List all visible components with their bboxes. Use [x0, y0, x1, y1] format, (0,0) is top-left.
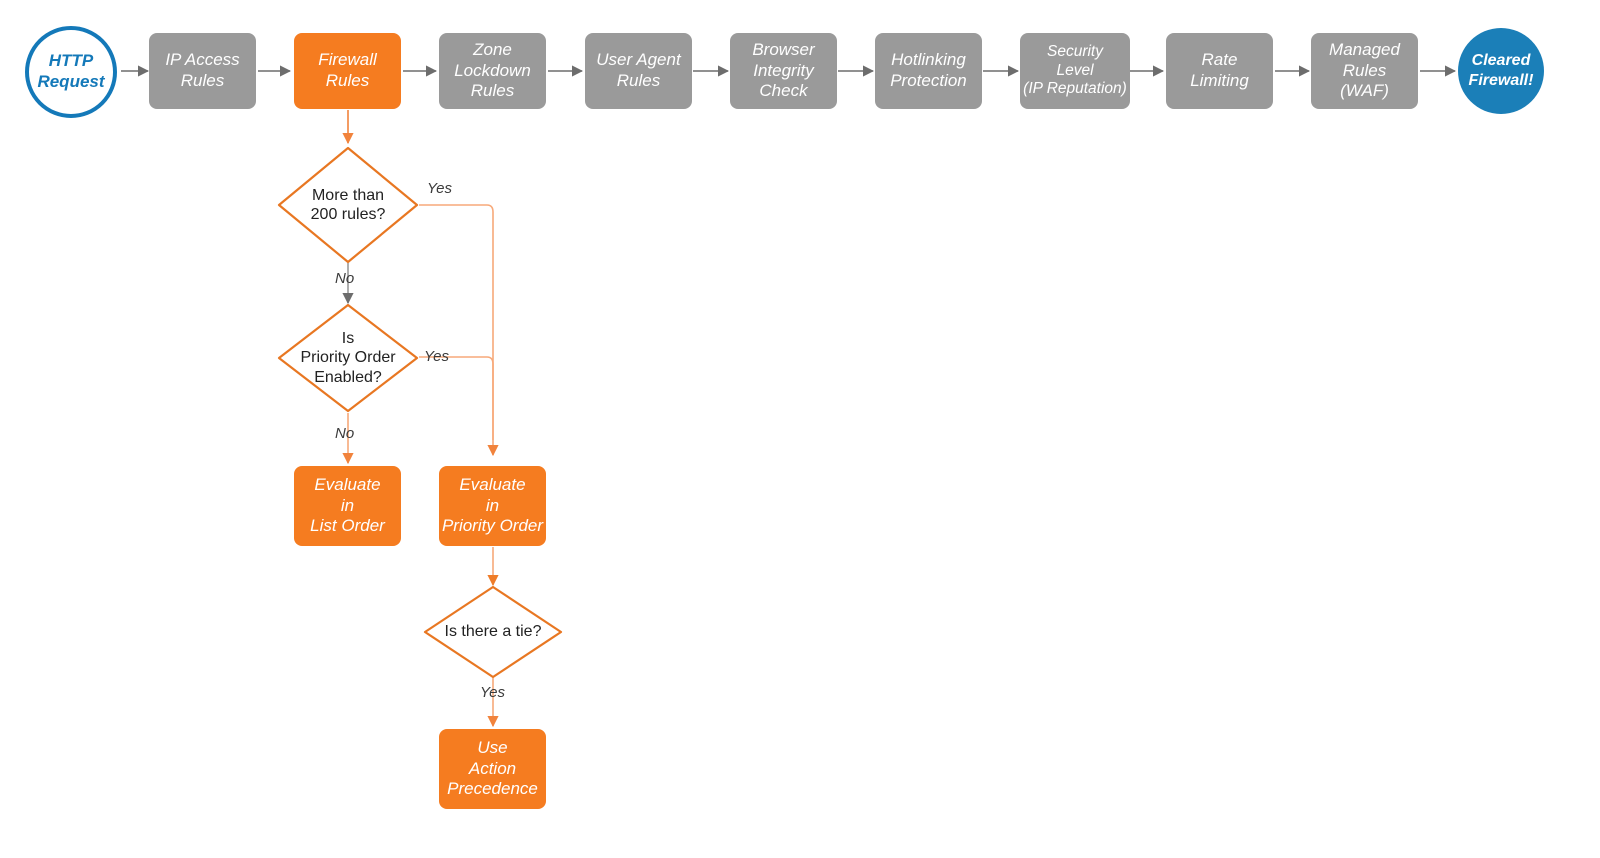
edge-label-d3-yes: Yes	[480, 684, 506, 701]
node-hotlinking-protection[interactable]: Hotlinking Protection	[875, 33, 982, 109]
node-http-request-label: HTTP Request	[37, 51, 105, 91]
result-use-action-precedence-label: Use Action Precedence	[447, 737, 538, 799]
node-ip-access-rules-label: IP Access Rules	[165, 50, 240, 90]
node-user-agent-rules-label: User Agent Rules	[596, 50, 681, 90]
edge-label-d2-no: No	[335, 425, 355, 442]
decision-is-there-a-tie[interactable]: Is there a tie?	[423, 585, 563, 679]
node-security-level-label: Security Level (IP Reputation)	[1023, 42, 1127, 98]
node-managed-rules-waf[interactable]: Managed Rules (WAF)	[1311, 33, 1418, 109]
result-evaluate-in-priority-order-label: Evaluate in Priority Order	[441, 474, 544, 536]
node-rate-limiting[interactable]: Rate Limiting	[1166, 33, 1273, 109]
node-cleared-firewall-label: Cleared Firewall!	[1468, 52, 1534, 89]
diamond-shape	[277, 146, 419, 264]
edge-label-d2-yes: Yes	[424, 348, 450, 365]
decision-is-there-a-tie-label: Is there a tie?	[444, 623, 542, 641]
decision-more-than-200-rules-label: More than 200 rules?	[310, 186, 386, 223]
result-evaluate-in-list-order-label: Evaluate in List Order	[310, 474, 385, 536]
node-browser-integrity-check[interactable]: Browser Integrity Check	[730, 33, 837, 109]
result-evaluate-in-priority-order[interactable]: Evaluate in Priority Order	[439, 466, 546, 546]
result-evaluate-in-list-order[interactable]: Evaluate in List Order	[294, 466, 401, 546]
node-managed-rules-waf-label: Managed Rules (WAF)	[1329, 39, 1400, 101]
node-firewall-rules[interactable]: Firewall Rules	[294, 33, 401, 109]
node-zone-lockdown-rules-label: Zone Lockdown Rules	[454, 39, 531, 101]
decision-priority-order-enabled-label: Is Priority Order Enabled?	[300, 330, 396, 386]
diamond-shape	[277, 303, 419, 413]
node-ip-access-rules[interactable]: IP Access Rules	[149, 33, 256, 109]
result-use-action-precedence[interactable]: Use Action Precedence	[439, 729, 546, 809]
node-http-request[interactable]: HTTP Request	[25, 26, 117, 118]
node-security-level[interactable]: Security Level (IP Reputation)	[1020, 33, 1130, 109]
node-zone-lockdown-rules[interactable]: Zone Lockdown Rules	[439, 33, 546, 109]
node-firewall-rules-label: Firewall Rules	[318, 50, 377, 90]
node-rate-limiting-label: Rate Limiting	[1190, 50, 1249, 90]
diamond-shape	[423, 585, 563, 679]
node-user-agent-rules[interactable]: User Agent Rules	[585, 33, 692, 109]
edge-label-d1-no: No	[335, 270, 355, 287]
node-browser-integrity-check-label: Browser Integrity Check	[752, 39, 815, 101]
node-hotlinking-protection-label: Hotlinking Protection	[890, 50, 967, 90]
edge-label-d1-yes: Yes	[427, 180, 453, 197]
decision-more-than-200-rules[interactable]: More than 200 rules?	[277, 146, 419, 264]
node-cleared-firewall[interactable]: Cleared Firewall!	[1458, 28, 1544, 114]
decision-priority-order-enabled[interactable]: Is Priority Order Enabled?	[277, 303, 419, 413]
